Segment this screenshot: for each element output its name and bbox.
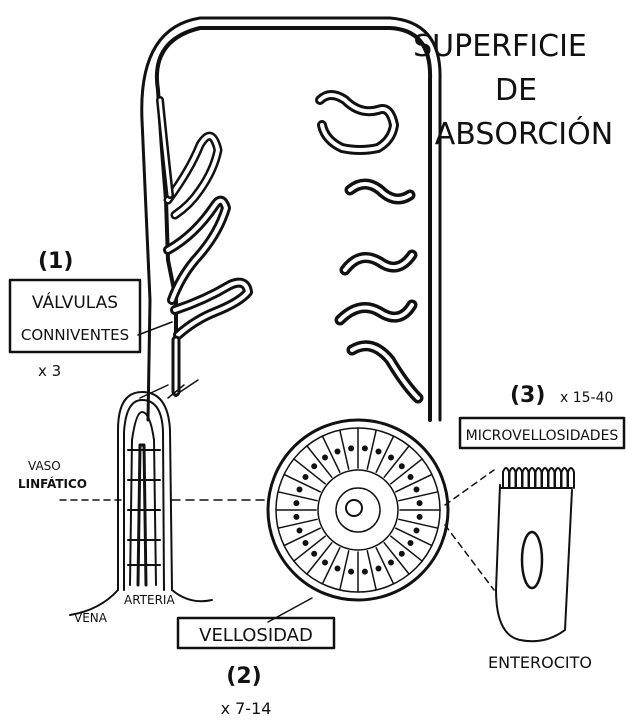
cell-nucleus bbox=[297, 528, 302, 533]
cell-nucleus bbox=[323, 560, 328, 565]
cell-nucleus bbox=[349, 446, 354, 451]
title-line-1: SUPERFICIE bbox=[413, 29, 587, 64]
cell-nucleus bbox=[335, 566, 340, 571]
vaso-label-line2: LINFÁTICO bbox=[18, 476, 87, 491]
villus-cross-section bbox=[268, 420, 448, 600]
vellosidad-label: VELLOSIDAD bbox=[199, 625, 313, 646]
cell-nucleus bbox=[399, 551, 404, 556]
cell-nucleus bbox=[417, 514, 422, 519]
cell-nucleus bbox=[349, 569, 354, 574]
vellosidad-number: (2) bbox=[226, 664, 261, 689]
villus-drawing bbox=[70, 392, 212, 615]
cell-nucleus bbox=[303, 475, 308, 480]
cell-nucleus bbox=[362, 569, 367, 574]
enterocyte-cell bbox=[496, 468, 574, 641]
enterocito-label: ENTEROCITO bbox=[488, 653, 592, 672]
microvellosidades-label: MICROVELLOSIDADES bbox=[466, 428, 619, 444]
title-line-2: DE bbox=[495, 73, 537, 108]
title-line-3: ABSORCIÓN bbox=[435, 115, 613, 152]
arteria-label: ARTERIA bbox=[124, 593, 175, 607]
cell-nucleus bbox=[414, 487, 419, 492]
vaso-label-line1: VASO bbox=[28, 459, 61, 473]
right-wall-folds bbox=[320, 95, 418, 398]
cell-nucleus bbox=[312, 464, 317, 469]
left-wall-folds bbox=[160, 100, 248, 392]
cell-nucleus bbox=[389, 560, 394, 565]
cell-nucleus bbox=[312, 551, 317, 556]
valvulas-number: (1) bbox=[38, 249, 73, 274]
cell-nucleus bbox=[399, 464, 404, 469]
cell-nucleus bbox=[376, 449, 381, 454]
vellosidad-magnification: x 7-14 bbox=[221, 699, 272, 718]
cell-nucleus bbox=[294, 501, 299, 506]
cell-nucleus bbox=[408, 475, 413, 480]
valvulas-label-line2: CONNIVENTES bbox=[21, 326, 129, 344]
valvulas-label-line1: VÁLVULAS bbox=[32, 291, 118, 313]
microvellosidades-magnification: x 15-40 bbox=[560, 390, 613, 406]
microvellosidades-number: (3) bbox=[510, 383, 545, 408]
valvulas-magnification: x 3 bbox=[38, 362, 61, 380]
cell-nucleus bbox=[362, 446, 367, 451]
cell-nucleus bbox=[294, 514, 299, 519]
cell-nucleus bbox=[335, 449, 340, 454]
cell-nucleus bbox=[323, 455, 328, 460]
cell-nucleus bbox=[376, 566, 381, 571]
cell-nucleus bbox=[417, 501, 422, 506]
cell-nucleus bbox=[414, 528, 419, 533]
cell-nucleus bbox=[389, 455, 394, 460]
cell-nucleus bbox=[303, 541, 308, 546]
cell-nucleus bbox=[408, 541, 413, 546]
cell-nucleus bbox=[297, 487, 302, 492]
vena-label: VENA bbox=[74, 611, 108, 625]
